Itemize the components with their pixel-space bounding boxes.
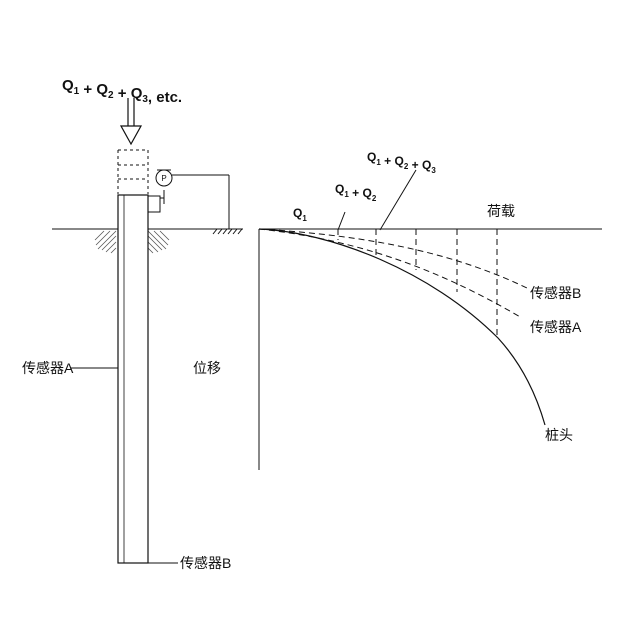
subscript: 2	[372, 194, 377, 203]
pile-head-curve	[258, 228, 546, 426]
subscript: 2	[108, 90, 114, 101]
sensor-a-label: 传感器A	[22, 360, 74, 376]
symbol: Q	[293, 206, 302, 220]
pile-shaft	[117, 194, 149, 564]
load-step-leaders	[337, 169, 417, 231]
separator: +	[408, 158, 422, 172]
sensor-a-curve	[258, 228, 523, 319]
symbol: Q	[367, 150, 376, 164]
symbol: Q	[394, 154, 403, 168]
separator: +	[79, 81, 96, 98]
load-step-guides	[337, 229, 498, 338]
subscript: 3	[142, 94, 148, 105]
load-step-label: Q1 + Q2	[335, 182, 377, 203]
curve-label-sensor-a: 传感器A	[530, 319, 582, 335]
subscript: 2	[404, 162, 409, 171]
load-step-label: Q1	[293, 206, 307, 223]
dial-gauge	[147, 169, 243, 235]
gauge-symbol-label: P	[161, 174, 166, 183]
left-panel: Q1 + Q2 + Q3, etc.	[22, 77, 243, 571]
symbol: Q	[62, 77, 74, 94]
load-step-label: Q1 + Q2 + Q3	[367, 150, 436, 175]
applied-load-label: Q1 + Q2 + Q3, etc.	[62, 77, 182, 106]
load-arrow	[119, 98, 143, 146]
symbol: Q	[131, 85, 143, 102]
subscript: 3	[431, 166, 436, 175]
dashed-load-block	[117, 149, 149, 194]
separator: , etc.	[148, 89, 182, 106]
leader-q1-q2	[337, 211, 346, 231]
curve-label-sensor-b: 传感器B	[530, 285, 581, 301]
subscript: 1	[302, 214, 307, 223]
separator: +	[349, 186, 363, 200]
symbol: Q	[335, 182, 344, 196]
separator: +	[381, 154, 395, 168]
symbol: Q	[362, 186, 371, 200]
sensor-b-curve	[258, 228, 528, 289]
curve-label-pile-head: 桩头	[545, 427, 573, 443]
subscript: 1	[376, 158, 381, 167]
symbol: Q	[96, 81, 108, 98]
sensor-b-label: 传感器B	[180, 555, 231, 571]
subscript: 1	[74, 86, 80, 97]
symbol: Q	[422, 158, 431, 172]
right-panel: 位移 荷载 Q1 Q1 + Q2 Q1 + Q2 + Q3 传感器B 传感器A …	[193, 150, 602, 470]
soil-hatching	[94, 230, 170, 254]
load-axis-label: 荷载	[487, 203, 515, 219]
separator: +	[114, 85, 131, 102]
displacement-axis-label: 位移	[193, 360, 221, 376]
leader-q1-q2-q3	[379, 169, 417, 231]
subscript: 1	[344, 190, 349, 199]
